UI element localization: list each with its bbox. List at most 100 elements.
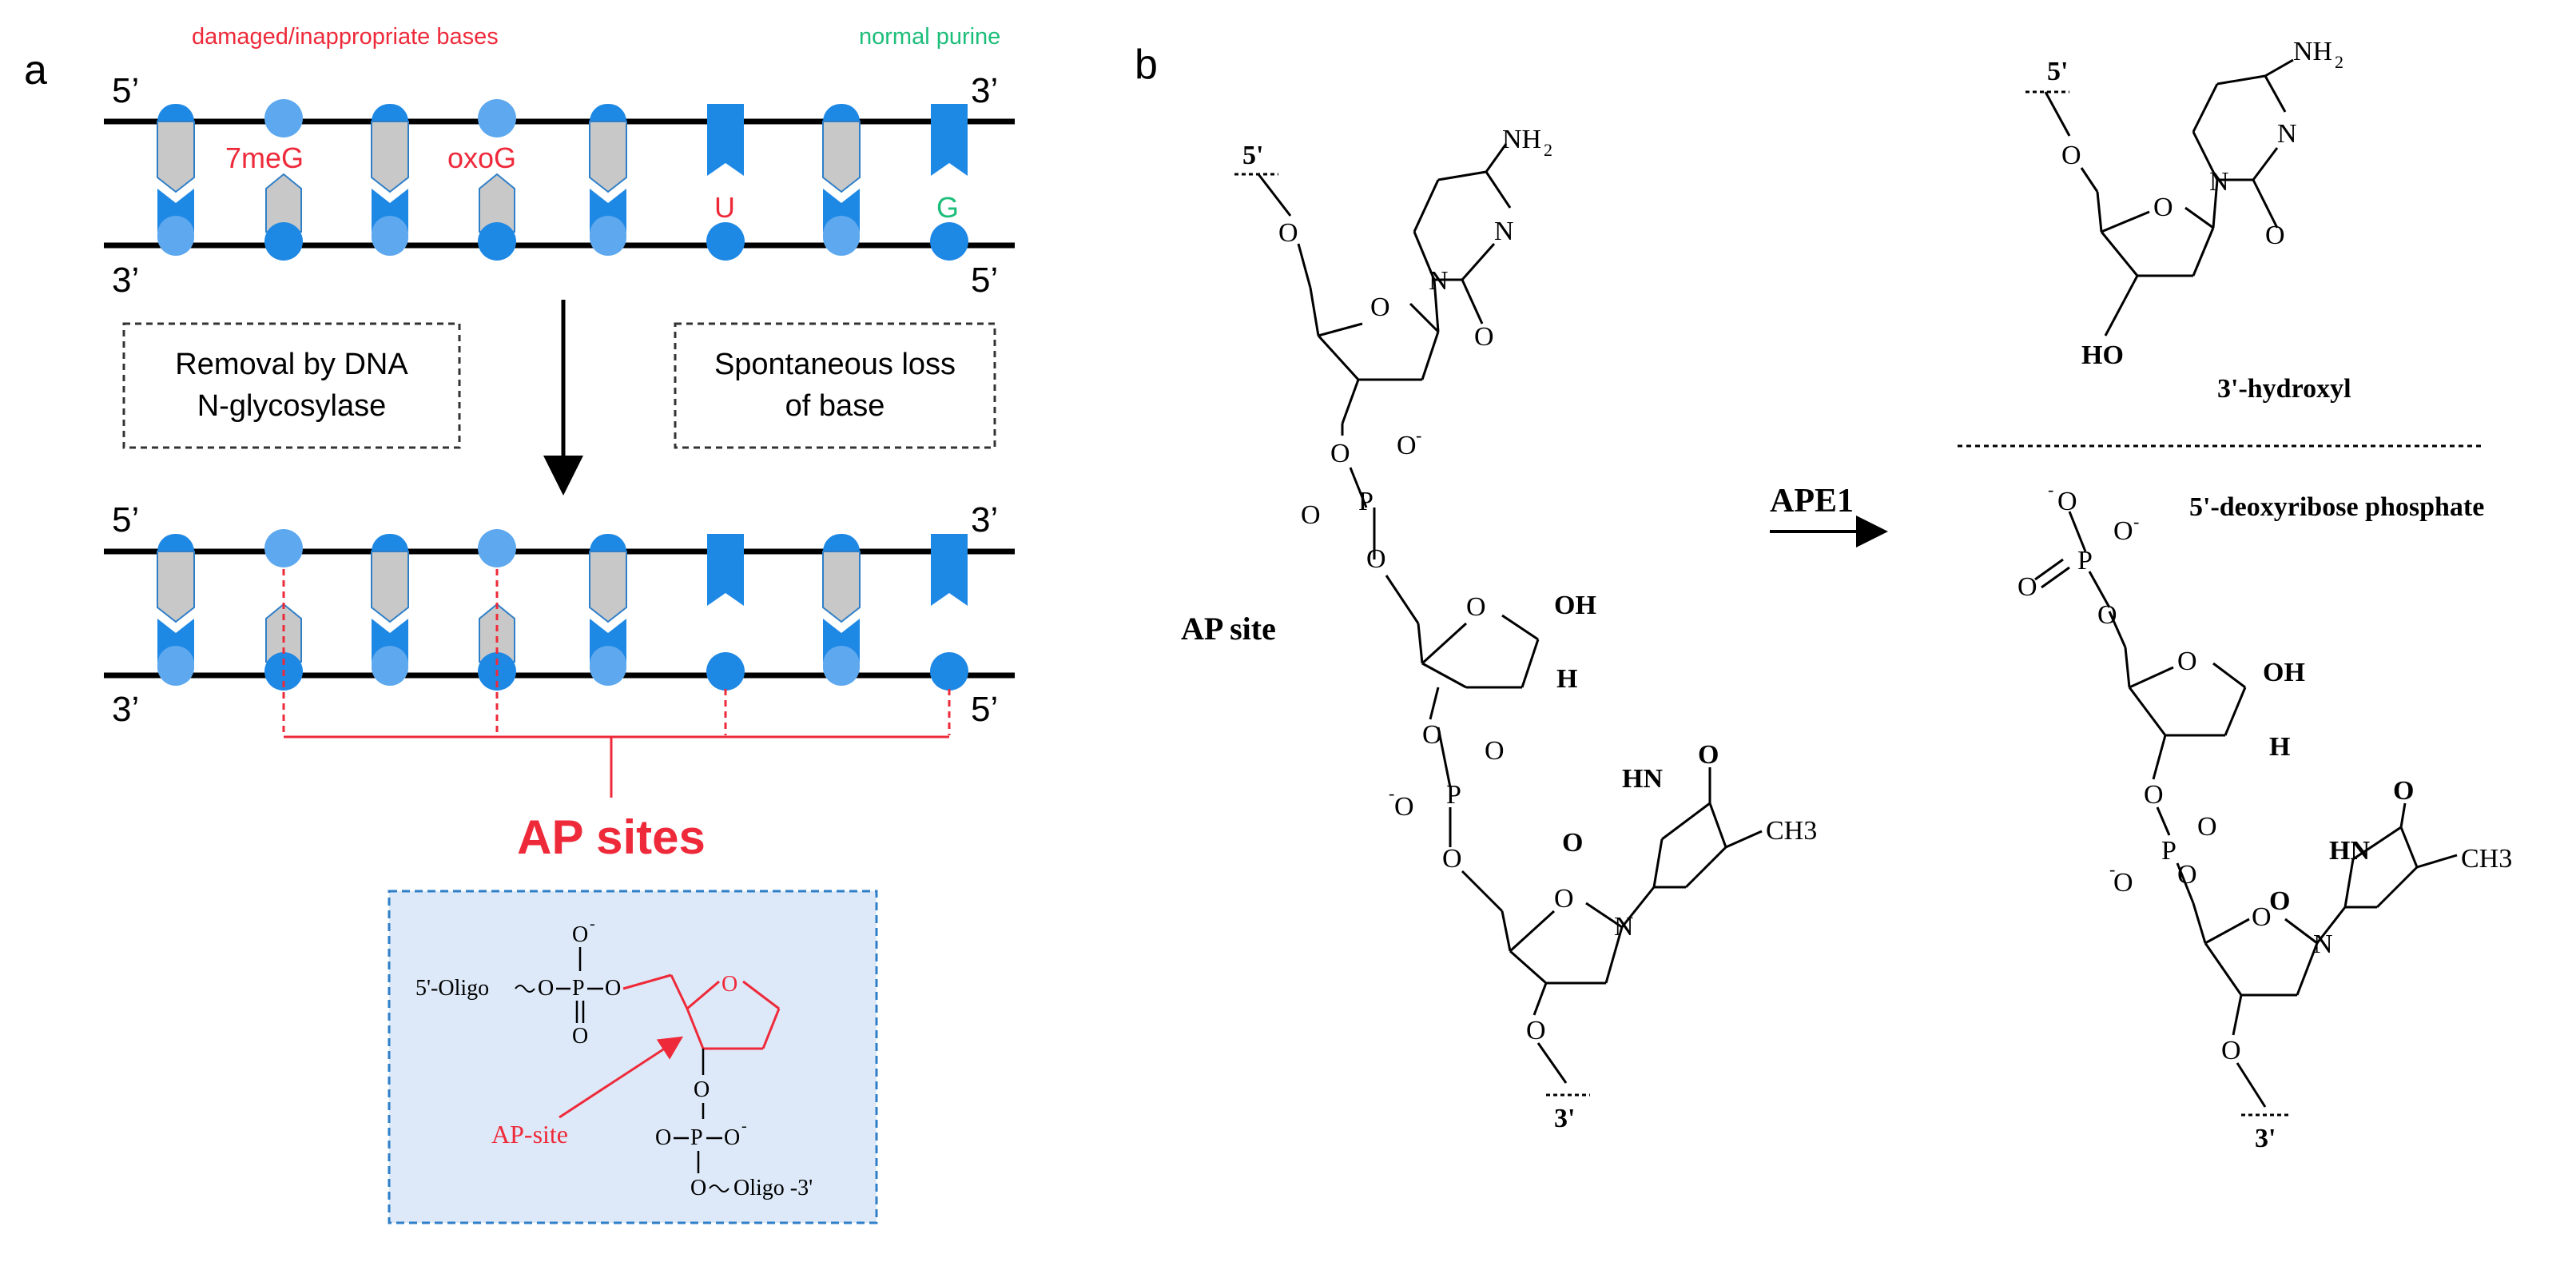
inset-atom-o-bottom: O	[572, 1024, 588, 1049]
lower-bottom-right-end: 5’	[971, 690, 998, 729]
lower-duplex: 5’ 3’ 3’ 5’	[104, 500, 1015, 798]
panel-b: b	[1135, 37, 2512, 1153]
inset-oligo3: Oligo -3'	[733, 1176, 813, 1200]
removal-box: Removal by DNA N-glycosylase	[122, 322, 461, 449]
mol1-o: O	[1366, 544, 1386, 574]
upper-bottom-right-end: 5’	[971, 261, 998, 300]
mol1-ring-o: O	[1370, 293, 1390, 322]
mol1-carbonyl-o: O	[1474, 322, 1494, 352]
ap-site-7meg	[264, 529, 303, 691]
mol1-ring-o: O	[1554, 884, 1574, 914]
upper-bottom-left-end: 3’	[112, 261, 139, 300]
upper-duplex: 5’ 3’ 3’ 5’ 7meG	[104, 71, 1015, 300]
mol1-o: O	[1301, 500, 1321, 530]
inset-atom-o: O	[694, 1077, 710, 1102]
mol3-o: O	[2144, 780, 2164, 810]
label-g: G	[936, 191, 959, 224]
mol1-o: O	[1698, 740, 1719, 770]
label-7meg: 7meG	[225, 141, 304, 174]
base-guanine: G	[930, 104, 968, 261]
upper-top-left-end: 5’	[112, 71, 139, 110]
mol2-ho: HO	[2081, 340, 2124, 370]
hydroxyl-product	[2025, 58, 2294, 336]
removal-line2: N-glycosylase	[197, 389, 387, 423]
base-pair-normal	[157, 104, 195, 256]
mol1-nh2: NH	[1502, 125, 1541, 154]
mol3-ring-o: O	[2252, 902, 2272, 932]
inset-atom-o: O	[724, 1125, 740, 1150]
mol1-n: N	[1494, 217, 1514, 246]
deoxyribose-label: 5'-deoxyribose phosphate	[2189, 492, 2484, 522]
mol3-ch3: CH3	[2461, 844, 2512, 874]
inset-atom-o-top: O	[572, 922, 588, 947]
mol1-ring-o: O	[1466, 592, 1486, 622]
mol1-3prime: 3'	[1554, 1104, 1575, 1133]
mol2-nh2: NH	[2293, 37, 2332, 66]
mol3-hn: HN	[2329, 836, 2370, 866]
mol3-o: O	[2113, 868, 2133, 898]
inset-minus: -	[741, 1117, 747, 1135]
panel-b-label: b	[1135, 42, 1158, 88]
ap-site-molecule-labels: 5' O O N N O NH 2 O P O - O O O OH H O P…	[1242, 125, 1817, 1133]
upper-top-right-end: 3’	[971, 71, 998, 110]
inset-ap-arrow	[559, 1036, 684, 1119]
mol3-h: H	[2269, 732, 2290, 762]
mol3-minus: -	[2048, 480, 2053, 500]
mol3-o: O	[2269, 886, 2290, 916]
panel-a: a damaged/inappropriate bases normal pur…	[24, 24, 1015, 1224]
mol1-o: O	[1397, 431, 1417, 460]
mol1-o: O	[1394, 792, 1414, 822]
mol1-p: P	[1446, 780, 1461, 810]
mol1-h: H	[1556, 664, 1577, 694]
inset-atom-p: P	[572, 976, 585, 1001]
base-pair-normal	[589, 104, 627, 256]
base-pair-normal	[589, 534, 627, 686]
enzyme-label: APE1	[1770, 483, 1854, 520]
ap-site-guanine	[930, 534, 968, 691]
mol2-n: N	[2277, 119, 2297, 149]
mol2-carbonyl-o: O	[2265, 221, 2285, 250]
mol2-nh2-sub: 2	[2335, 52, 2343, 72]
mol1-minus: -	[1389, 783, 1394, 803]
mol3-n: N	[2313, 930, 2333, 959]
hydroxyl-label: 3'-hydroxyl	[2217, 374, 2351, 404]
mol1-ch3: CH3	[1766, 816, 1817, 846]
ap-site-uracil	[706, 534, 745, 691]
mol1-oh: OH	[1554, 591, 1596, 620]
inset-atom-o: O	[538, 976, 554, 1001]
mol3-minus: -	[2109, 859, 2115, 879]
mol1-minus: -	[1416, 425, 1421, 445]
inset-minus: -	[590, 915, 595, 933]
lower-top-left-end: 5’	[112, 500, 139, 539]
ap-sites-title: AP sites	[517, 810, 706, 864]
inset-atom-o: O	[605, 976, 621, 1001]
mol3-o: O	[2057, 487, 2077, 516]
label-u: U	[714, 191, 735, 224]
base-pair-normal	[822, 104, 861, 256]
removal-line1: Removal by DNA	[175, 348, 408, 381]
mol1-o: O	[1278, 218, 1298, 248]
inset-oligo5: 5'-Oligo	[415, 976, 489, 1001]
mol3-o: O	[2177, 860, 2197, 890]
mol1-n: N	[1429, 266, 1449, 296]
mol3-p: P	[2077, 546, 2093, 575]
inset-ring-o: O	[722, 972, 737, 997]
mol2-n: N	[2209, 167, 2229, 197]
inset-atom-o: O	[655, 1125, 671, 1150]
ap-site-inset: 5'-Oligo O P O O - O O	[388, 890, 878, 1224]
mol3-o: O	[2221, 1036, 2241, 1065]
deoxyribose-product-labels: O - P O - O O O OH H O P O O - O O N HN …	[2017, 480, 2512, 1153]
mol1-nh2-sub: 2	[1544, 140, 1552, 160]
header-normal: normal purine	[859, 24, 1000, 50]
base-uracil: U	[706, 104, 745, 261]
spontaneous-box: Spontaneous loss of base	[674, 322, 996, 449]
mol1-o: O	[1330, 439, 1350, 468]
inset-atom-o: O	[690, 1176, 706, 1200]
base-pair-normal	[822, 534, 861, 686]
base-pair-normal	[157, 534, 195, 686]
mol1-o: O	[1485, 736, 1505, 766]
mol3-o: O	[2097, 600, 2117, 630]
mol1-o: O	[1422, 720, 1442, 750]
base-pair-normal	[371, 104, 409, 256]
